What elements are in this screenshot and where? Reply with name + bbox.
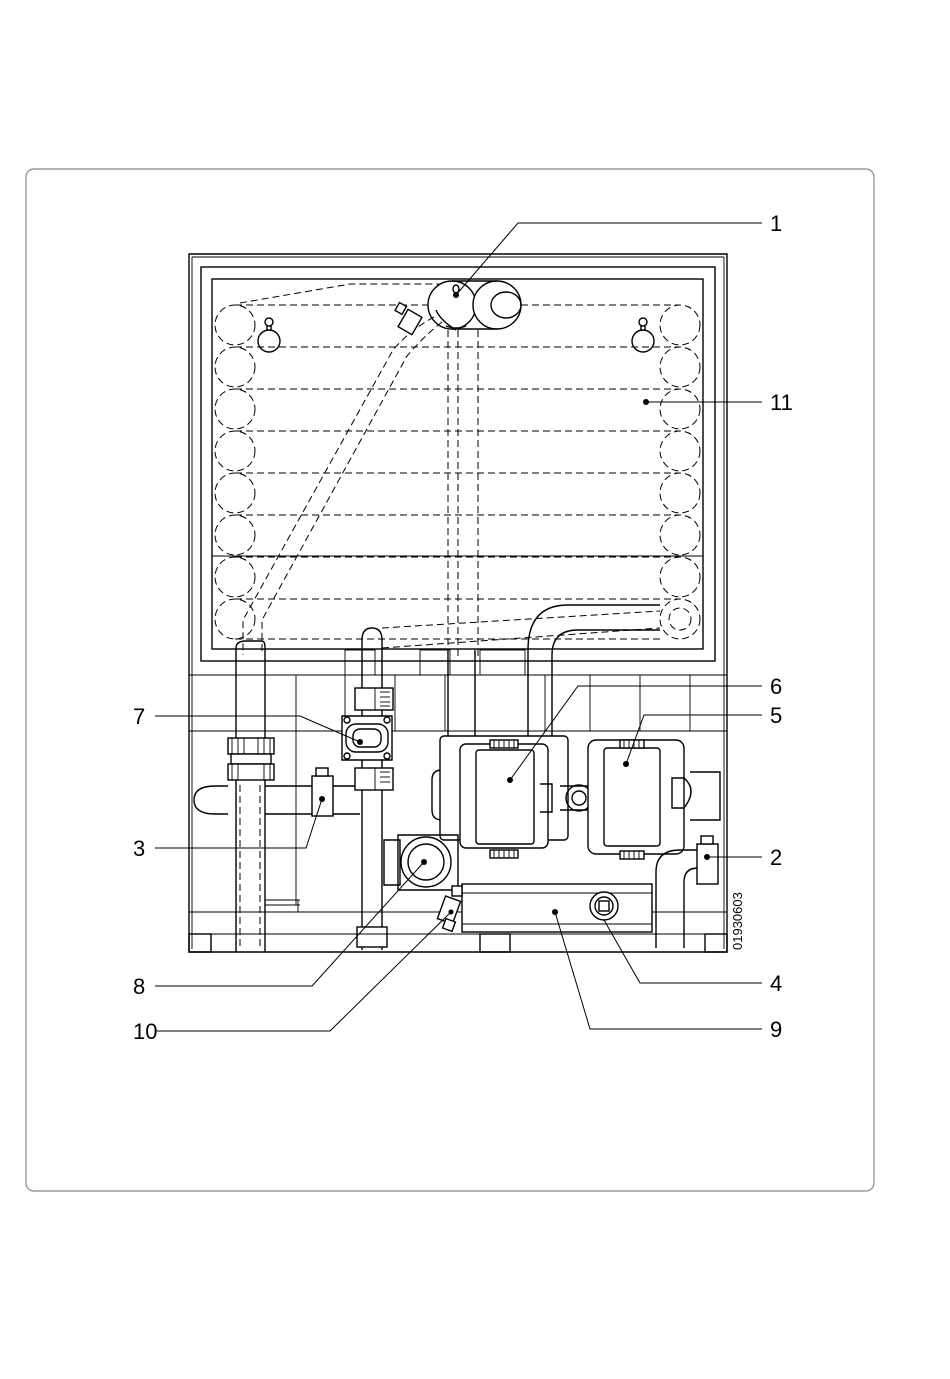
riser-pipe	[352, 628, 393, 950]
callout-1: 1	[770, 211, 782, 236]
callout-5: 5	[770, 703, 782, 728]
callout-2: 2	[770, 845, 782, 870]
drain-valve	[437, 886, 462, 931]
callout-3: 3	[133, 836, 145, 861]
right-outlet-pipe	[656, 836, 718, 948]
callout-9: 9	[770, 1017, 782, 1042]
callout-10: 10	[133, 1019, 157, 1044]
top-connection	[428, 281, 521, 660]
bypass-pipe	[194, 768, 360, 816]
flow-meter	[342, 716, 392, 760]
callout-11: 11	[770, 390, 793, 415]
expansion-vessel	[384, 835, 458, 890]
manifold	[462, 884, 652, 932]
sight-glass	[590, 892, 618, 920]
callout-4: 4	[770, 971, 782, 996]
pump-right	[588, 740, 720, 859]
drawing-code: 01930603	[730, 892, 745, 950]
pump-left	[432, 736, 568, 858]
callout-7: 7	[133, 704, 145, 729]
callout-8: 8	[133, 974, 145, 999]
coil-return-pipe	[382, 605, 660, 736]
callout-6: 6	[770, 674, 782, 699]
sensor-pipe	[243, 303, 442, 655]
